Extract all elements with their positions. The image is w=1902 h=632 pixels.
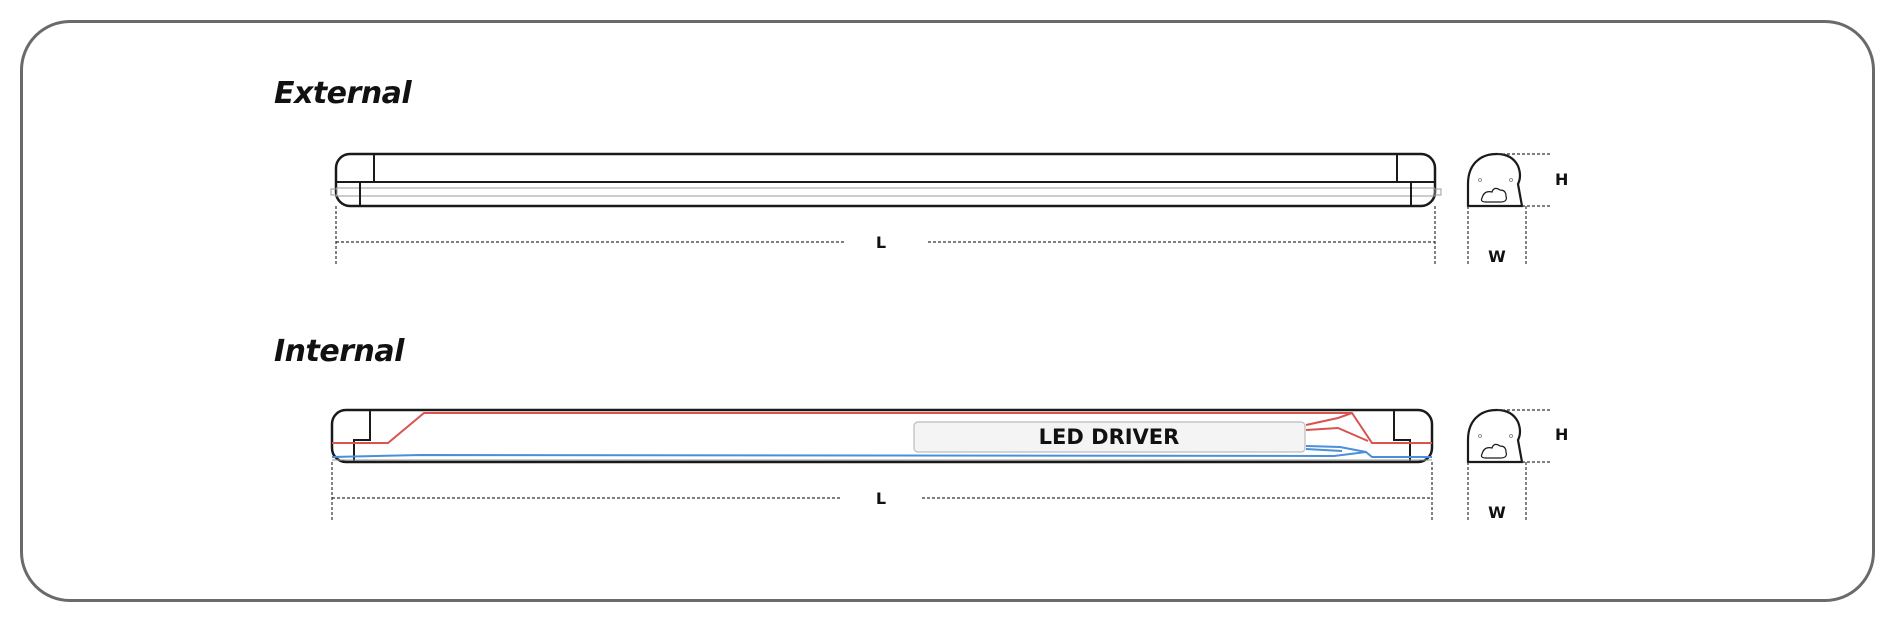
internal-fixture-body bbox=[330, 408, 1434, 464]
external-fixture-body bbox=[330, 152, 1442, 208]
neutral-wire bbox=[331, 445, 1432, 458]
internal-length-label: L bbox=[876, 489, 886, 508]
external-width-label: W bbox=[1488, 247, 1506, 266]
internal-section-title: Internal bbox=[274, 334, 404, 369]
internal-height-label: H bbox=[1555, 425, 1568, 444]
internal-width-label: W bbox=[1488, 503, 1506, 522]
external-length-label: L bbox=[876, 233, 886, 252]
external-length-dimension bbox=[335, 206, 1436, 264]
external-profile-dimensions bbox=[1467, 153, 1552, 264]
internal-profile bbox=[1466, 408, 1524, 464]
diagram-frame bbox=[20, 20, 1875, 602]
led-driver-label: LED DRIVER bbox=[1039, 425, 1180, 449]
external-profile bbox=[1466, 152, 1524, 208]
internal-length-dimension bbox=[331, 462, 1433, 520]
external-height-label: H bbox=[1555, 170, 1568, 189]
internal-profile-dimensions bbox=[1467, 409, 1552, 520]
led-driver-box bbox=[913, 421, 1306, 453]
external-section-title: External bbox=[274, 76, 412, 111]
live-wire bbox=[332, 412, 1432, 444]
